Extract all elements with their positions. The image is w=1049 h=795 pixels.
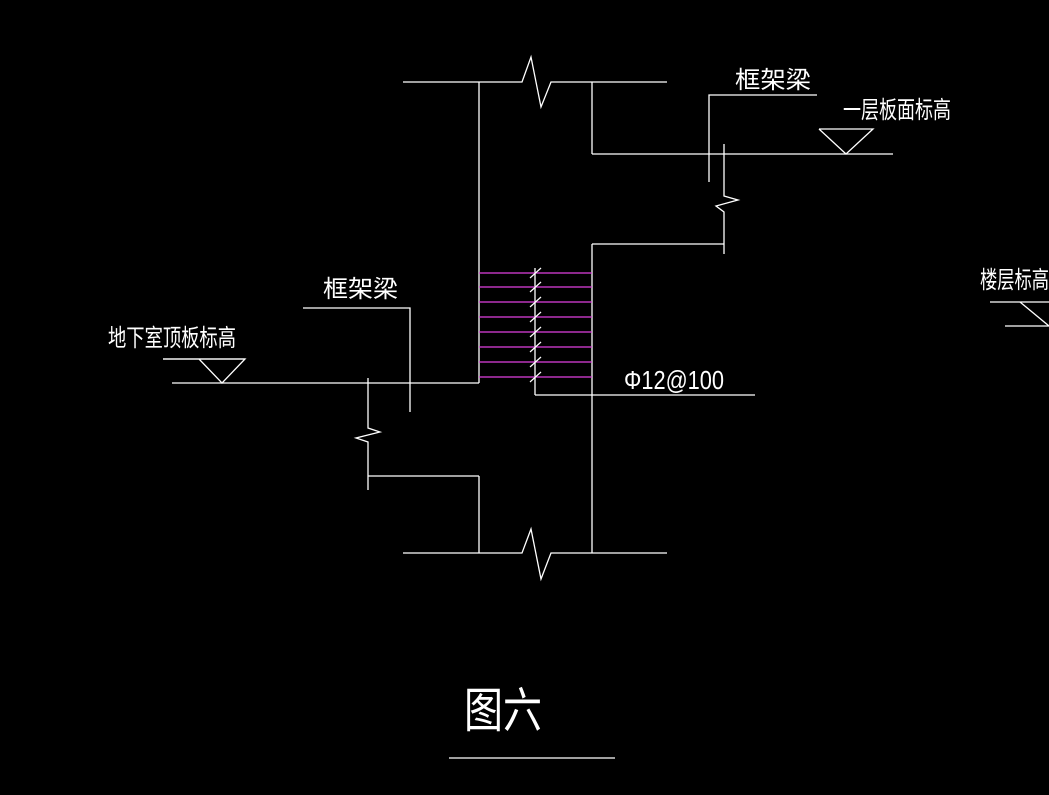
frame-beam-top-label: 框架梁 [735, 66, 811, 94]
basement-roof-slab-break [353, 378, 383, 490]
rebar-tick [529, 326, 542, 338]
first-floor-slab-elevation-label: 一层板面标高 [843, 96, 951, 124]
first-floor-slab-break [714, 144, 741, 254]
rebar-tick [529, 311, 542, 323]
bottom-break-line [403, 526, 667, 582]
basement-roof-elevation-label: 地下室顶板标高 [108, 324, 236, 352]
rebar-tick [529, 356, 542, 368]
rebar-tick [529, 281, 542, 293]
floor-elevation-marker [1019, 301, 1049, 327]
rebar-tick [529, 341, 542, 353]
rebar-tick [529, 267, 542, 279]
rebar-tick [529, 371, 542, 383]
frame-beam-bottom-leader [303, 307, 411, 412]
first-floor-elevation-marker [818, 128, 875, 155]
floor-elevation-label: 楼层标高 [980, 266, 1049, 294]
top-break-line [403, 54, 667, 110]
frame-beam-bottom-label: 框架梁 [323, 275, 398, 303]
rebar-spec-label: Φ12@100 [624, 365, 724, 395]
basement-roof-elevation-marker [163, 358, 247, 384]
figure-title: 图六 [464, 683, 542, 739]
rebar-tick [529, 296, 542, 308]
frame-beam-top-leader [708, 94, 817, 182]
